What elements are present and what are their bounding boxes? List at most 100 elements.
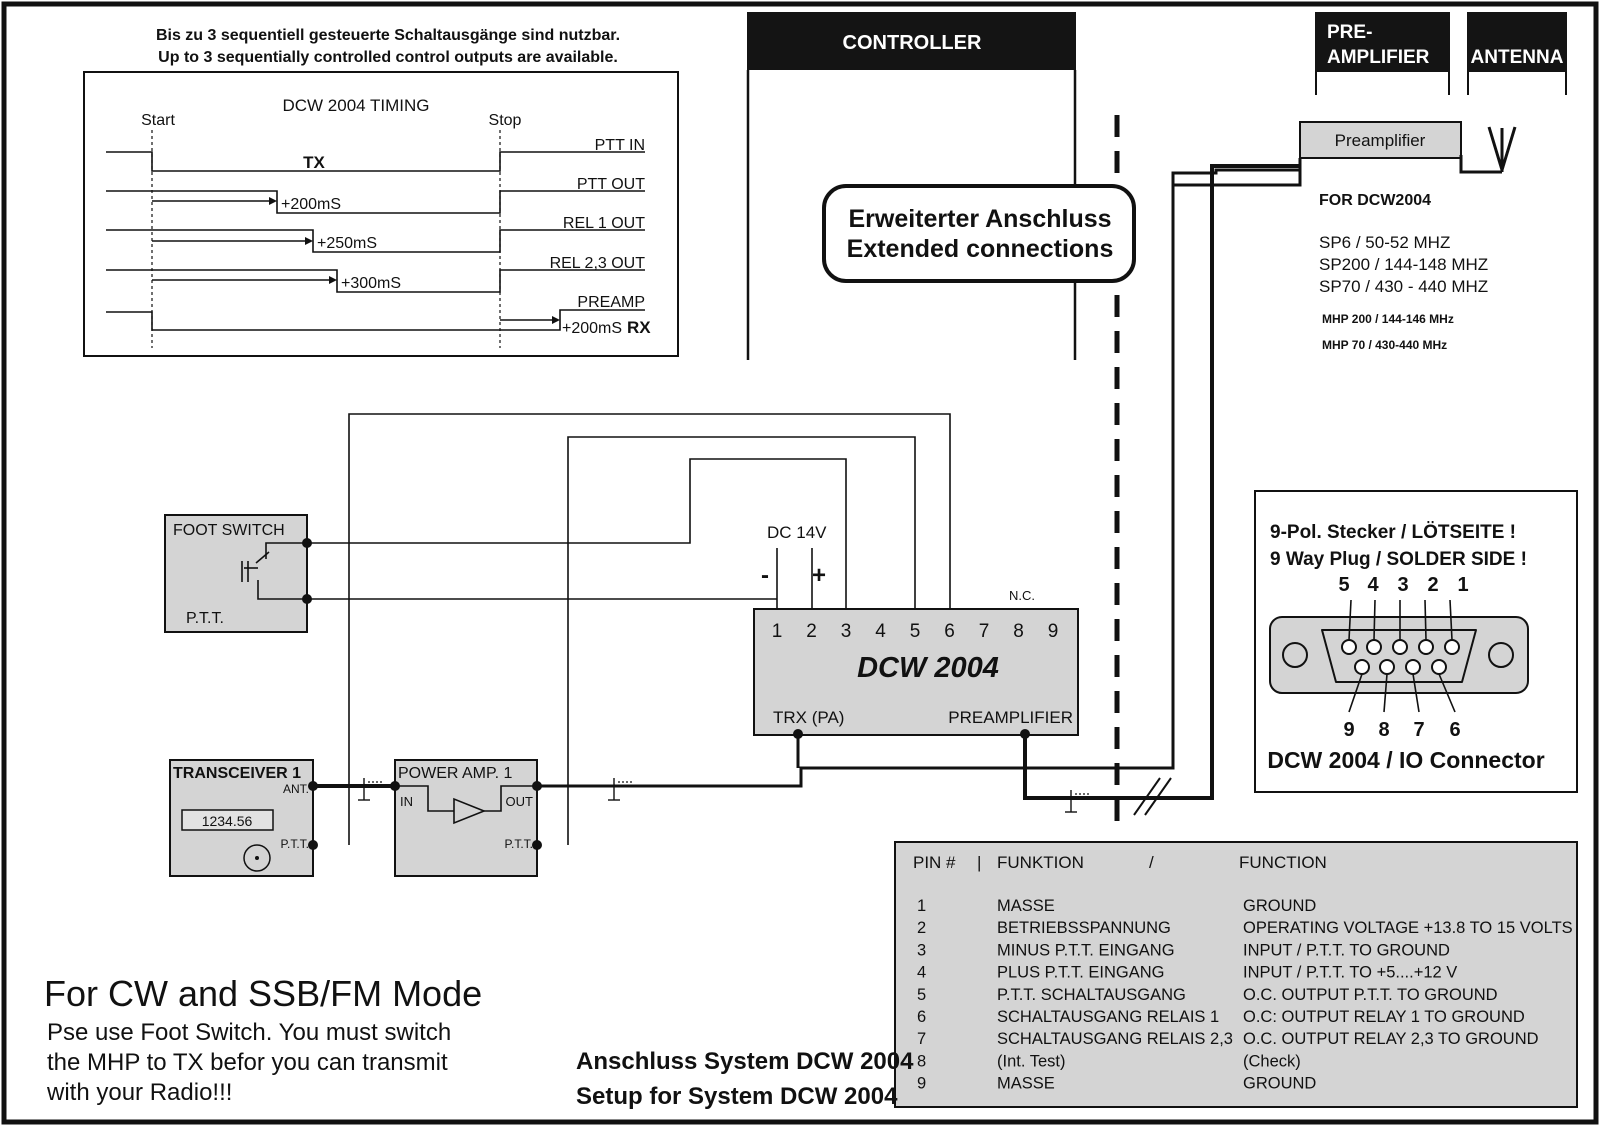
- extended-label-box: [822, 184, 1136, 283]
- connector-pin-lead-4: [1373, 599, 1376, 641]
- antenna-icon: [1487, 126, 1517, 172]
- connector-pin-8: [1379, 659, 1395, 675]
- power-amp-in: IN: [400, 794, 413, 809]
- dcw-pin-1: 1: [772, 621, 783, 642]
- dcw-box: [753, 608, 1079, 736]
- model-sp6: SP6 / 50-52 MHZ: [1319, 233, 1450, 252]
- connector-pin-label-7: 7: [1413, 719, 1424, 741]
- connector-pin-3: [1392, 639, 1408, 655]
- cable-break-mark-1: [1133, 777, 1161, 816]
- preamp-header: [1315, 12, 1450, 72]
- rel23-label: REL 2,3 OUT: [550, 255, 646, 272]
- pin-table-funktion: PLUS P.T.T. EINGANG: [997, 964, 1165, 982]
- dcw-pin-2: 2: [806, 621, 817, 642]
- rel23-arrow: [329, 276, 337, 284]
- model-sp70: SP70 / 430 - 440 MHZ: [1319, 277, 1488, 296]
- connector-pin-label-4: 4: [1367, 574, 1379, 596]
- foot-switch-ptt: P.T.T.: [186, 610, 224, 627]
- dcw-pin-3: 3: [841, 621, 852, 642]
- rel23-delay: +300mS: [341, 275, 401, 292]
- timing-diagram: DCW 2004 TIMING Start Stop PTT IN TX +20…: [83, 71, 679, 357]
- timing-start-label: Start: [141, 112, 175, 129]
- connector-pin-label-1: 1: [1457, 574, 1468, 596]
- system-caption-en: Setup for System DCW 2004: [576, 1083, 898, 1110]
- ptt-in-label: PTT IN: [595, 137, 645, 154]
- pin-table-function: GROUND: [1243, 897, 1316, 915]
- dcw-pin-7: 7: [979, 621, 990, 642]
- mode-note-title: For CW and SSB/FM Mode: [44, 973, 482, 1014]
- connector-pin-lead-2: [1424, 599, 1427, 641]
- connector-pin-7: [1405, 659, 1421, 675]
- model-sp200: SP200 / 144-148 MHZ: [1319, 255, 1488, 274]
- dsub-face: [1321, 629, 1477, 683]
- connector-pin-9: [1354, 659, 1370, 675]
- function-header: FUNCTION: [1239, 853, 1327, 872]
- transceiver-unit: TRANSCEIVER 1 ANT. P.T.T. 1234.56: [169, 759, 318, 877]
- controller-column: CONTROLLER: [746, 12, 1077, 360]
- dcw-pin-4: 4: [875, 621, 886, 642]
- connector-pin-label-9: 9: [1343, 719, 1354, 741]
- pin-table-function: INPUT / P.T.T. TO +5....+12 V: [1243, 964, 1457, 982]
- connector-pin-lead-1: [1449, 599, 1453, 641]
- pin-header-sep2: /: [1149, 853, 1154, 872]
- preamp-antenna-wire: [1459, 155, 1502, 174]
- header-note-de: Bis zu 3 sequentiell gesteuerte Schaltau…: [156, 27, 620, 44]
- mode-note-line-3: with your Radio!!!: [46, 1079, 232, 1106]
- antenna-title: ANTENNA: [1471, 47, 1564, 68]
- pin-table-funktion: MASSE: [997, 1075, 1055, 1093]
- pin-table-function: (Check): [1243, 1052, 1301, 1070]
- connector-pin-label-5: 5: [1338, 574, 1349, 596]
- transceiver-display-value: 1234.56: [202, 813, 253, 829]
- preamp-title-1: PRE-: [1327, 22, 1372, 43]
- ptt-out-trace: [106, 190, 645, 214]
- foot-switch-title: FOOT SWITCH: [173, 522, 285, 539]
- for-dcw-label: FOR DCW2004: [1319, 192, 1431, 209]
- controller-header: [747, 12, 1076, 70]
- transceiver-ptt: P.T.T.: [281, 837, 309, 851]
- mount-hole-left: [1282, 642, 1308, 668]
- transceiver-display: [181, 809, 274, 831]
- rel1-arrow: [305, 237, 313, 245]
- antenna-column: ANTENNA: [1467, 12, 1567, 95]
- extended-en: Extended connections: [847, 235, 1114, 263]
- connector-de: 9-Pol. Stecker / LÖTSEITE !: [1270, 522, 1516, 543]
- rel1-delay: +250mS: [317, 235, 377, 252]
- cable-break-mark-2: [1144, 777, 1172, 816]
- pin-table-pin: 6: [917, 1008, 926, 1026]
- connector-pin-label-6: 6: [1449, 719, 1460, 741]
- rel1-trace: [106, 229, 645, 253]
- transceiver-title: TRANSCEIVER 1: [173, 765, 301, 782]
- dc-plus: +: [812, 562, 826, 589]
- mode-note-line-2: the MHP to TX befor you can transmit: [47, 1049, 448, 1076]
- dcw-pin-5: 5: [910, 621, 921, 642]
- extended-de: Erweiterter Anschluss: [848, 205, 1111, 233]
- tx-label: TX: [303, 153, 325, 172]
- rel1-label: REL 1 OUT: [563, 215, 645, 232]
- dc-minus: -: [761, 562, 769, 589]
- pin-header-sep1: |: [977, 853, 981, 872]
- preamplifier-box: [1299, 121, 1462, 159]
- foot-switch-box: [164, 514, 308, 633]
- dcw-pin-6: 6: [944, 621, 955, 642]
- model-mhp70: MHP 70 / 430-440 MHz: [1322, 338, 1447, 352]
- pin-table-function: O.C: OUTPUT RELAY 1 TO GROUND: [1243, 1008, 1525, 1026]
- connector-pin-2: [1418, 639, 1434, 655]
- pin-table-pin: 3: [917, 941, 926, 959]
- amplifier-icon: [395, 785, 537, 825]
- power-amp-title: POWER AMP. 1: [398, 765, 513, 782]
- ptt-out-delay: +200mS: [281, 196, 341, 213]
- antenna-header: [1467, 12, 1567, 72]
- pin-table-pin: 2: [917, 919, 926, 937]
- footswitch-to-pin3: [307, 458, 847, 610]
- pin-table-funktion: MINUS P.T.T. EINGANG: [997, 941, 1175, 959]
- timing-stop-label: Stop: [489, 112, 522, 129]
- pin-table-pin: 7: [917, 1030, 926, 1048]
- ptt-in-trace: [106, 151, 645, 172]
- preamp-column: PRE- AMPLIFIER: [1315, 12, 1450, 95]
